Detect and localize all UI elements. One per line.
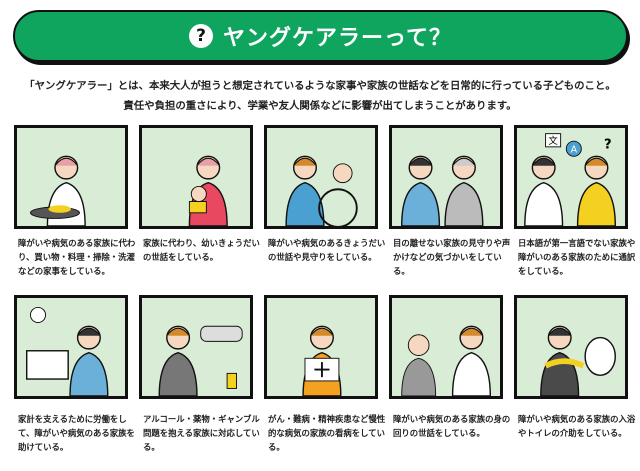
illustration (540, 325, 616, 396)
svg-text:A: A (571, 145, 578, 156)
card-caption: 障がいや病気のある家族に代わり、買い物・料理・掃除・洗濯などの家事をしている。 (18, 238, 136, 276)
card-caption: 障がいや病気のある家族の身の回りの世話をしている。 (393, 414, 511, 438)
illustration-panel (389, 125, 503, 229)
card-caption: がん・難病・精神疾患など慢性的な病気の家族の看病をしている。 (268, 414, 386, 452)
title-banner: ? ヤングケアラーって？ (13, 10, 628, 62)
illustration (188, 155, 228, 226)
svg-text:?: ? (604, 138, 612, 153)
illustration (401, 155, 484, 226)
intro-line-1: 「ヤングケアラー」とは、本来大人が担うと想定されているような家事や家族の世話など… (24, 80, 616, 92)
illustration-panel (139, 125, 253, 229)
intro-text: 「ヤングケアラー」とは、本来大人が担うと想定されているような家事や家族の世話など… (0, 76, 640, 116)
illustration-panel (264, 125, 378, 229)
illustration-panel (389, 295, 503, 399)
card-caption: 日本語が第一言語でない家族や障がいのある家族のために通訳をしている。 (518, 238, 636, 276)
question-icon: ? (189, 24, 214, 48)
illustration (26, 306, 109, 396)
illustration (302, 325, 342, 396)
translate-label: 文 (548, 135, 558, 147)
illustration-panel (264, 295, 378, 399)
card-caption: 目の離せない家族の見守りや声かけなどの気づかいをしている。 (393, 238, 511, 276)
illustration-panel (14, 295, 128, 399)
illustration-panel: 文 A? (514, 125, 628, 229)
card-caption: アルコール・薬物・ギャンブル問題を抱える家族に対応している。 (143, 414, 260, 452)
illustration-panel (14, 125, 128, 229)
card-caption: 家族に代わり、幼いきょうだいの世話をしている。 (143, 238, 260, 262)
page-title: ヤングケアラーって？ (223, 26, 452, 51)
illustration-panel (139, 295, 253, 399)
illustration (158, 325, 243, 396)
illustration (401, 325, 491, 396)
illustration: 文 A? (524, 133, 616, 226)
illustration (30, 155, 86, 226)
illustration (285, 155, 358, 226)
card-caption: 障がいや病気のあるきょうだいの世話や見守りをしている。 (268, 238, 386, 262)
intro-line-2: 責任や負担の重さにより、学業や友人関係などに影響が出てしまうことがあります。 (123, 100, 517, 112)
card-caption: 家計を支えるために労働をして、障がいや病気のある家族を助けている。 (18, 414, 135, 452)
illustration-panel (514, 295, 628, 399)
card-caption: 障がいや病気のある家族の入浴やトイレの介助をしている。 (518, 414, 636, 438)
